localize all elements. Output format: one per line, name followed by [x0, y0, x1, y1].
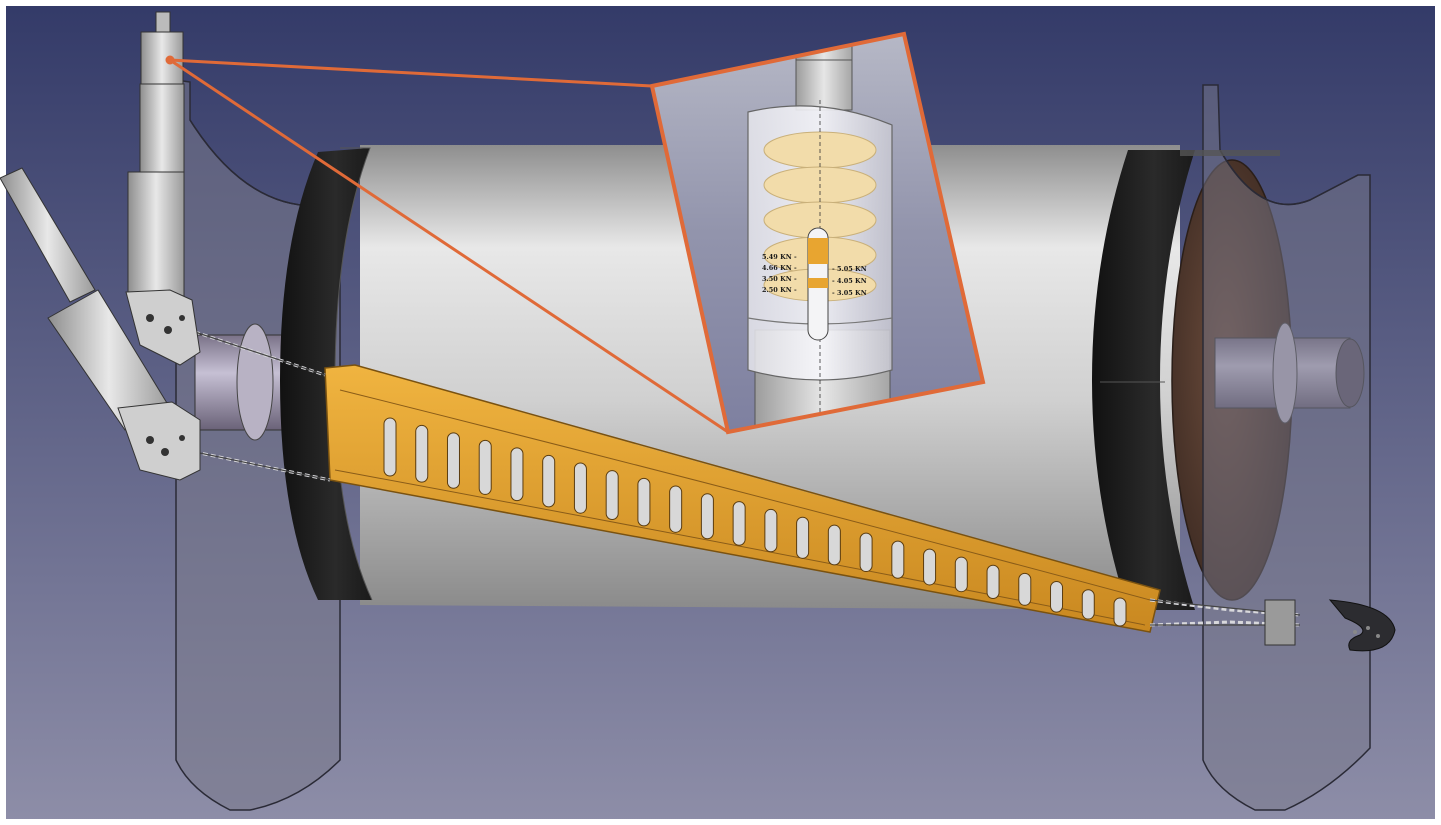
right-frame-plate: [1180, 84, 1371, 811]
lifting-strap: [324, 364, 1161, 633]
strap-slot: [954, 556, 968, 593]
gauge-labels-left: 5.49 KN - 4.66 KN - 3.50 KN - 2.50 KN -: [762, 253, 797, 294]
right-hook: [1264, 599, 1396, 652]
gauge-label-left: 4.66 KN -: [762, 264, 797, 272]
strap-slot: [732, 501, 746, 546]
strap-slot: [605, 470, 619, 521]
strap-slot: [573, 462, 587, 514]
strap-slot: [669, 485, 683, 533]
lower-actuator: [0, 167, 201, 481]
strap-slot: [796, 516, 810, 559]
strap-slot: [478, 439, 492, 495]
drum-right-rim: [1092, 150, 1195, 610]
strap-slots: [383, 417, 1127, 627]
gauge-label-left: 2.50 KN -: [762, 286, 797, 294]
strap-slot: [637, 477, 651, 527]
strap-slot: [827, 524, 841, 566]
upper-actuator: [125, 11, 201, 366]
strap-slot: [510, 447, 524, 502]
strap-slot: [764, 508, 778, 553]
gauge-label-right: - 5.05 KN: [832, 265, 867, 273]
strap-slot: [1050, 581, 1064, 613]
strap-slot: [542, 454, 556, 508]
strap-slot: [446, 432, 460, 489]
callout-lines: [165, 55, 729, 434]
strap-slot: [415, 424, 429, 483]
zoom-inset-frame: [649, 31, 986, 435]
strap-slot: [923, 548, 937, 586]
gauge-label-right: - 3.05 KN: [832, 289, 867, 297]
zoom-inset: 5.49 KN - 4.66 KN - 3.50 KN - 2.50 KN - - 5…: [649, 31, 986, 435]
gauge-label-left: 3.50 KN -: [762, 275, 797, 283]
load-gauge-window: [807, 227, 829, 341]
strap-slot: [1018, 572, 1032, 606]
gauge-labels-right: - 5.05 KN - 4.05 KN - 3.05 KN: [832, 265, 867, 297]
strap-slot: [859, 532, 873, 573]
gauge-label-right: - 4.05 KN: [832, 277, 867, 285]
strap-slot: [1081, 589, 1095, 620]
strap-slot: [986, 564, 1000, 599]
gauge-label-left: 5.49 KN -: [762, 253, 797, 261]
strap-slot: [700, 493, 714, 540]
strap-slot: [1113, 597, 1127, 627]
strap-slot: [383, 417, 397, 477]
left-hub: [194, 323, 286, 441]
strap-slot: [891, 540, 905, 579]
